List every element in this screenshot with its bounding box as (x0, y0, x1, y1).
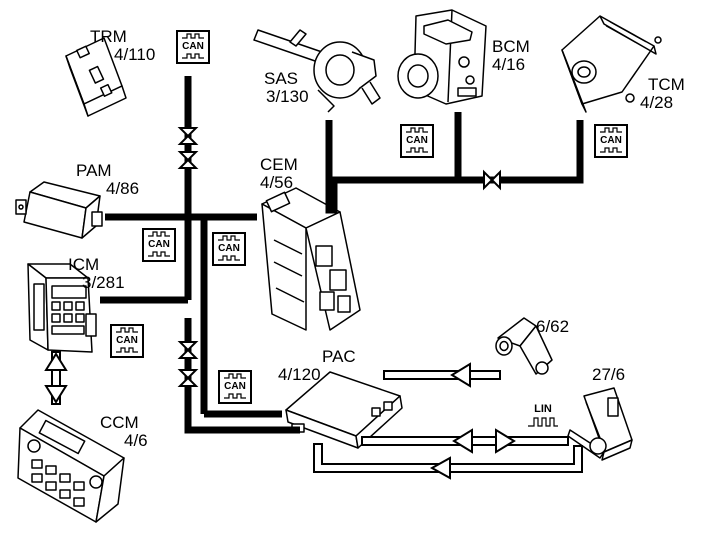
can-symbol-label: CAN (182, 41, 204, 52)
sensor-b-id: 27/6 (592, 365, 626, 384)
can-symbol-label: CAN (406, 135, 428, 146)
icm-name: ICM (68, 255, 100, 274)
icm-ccm-link (51, 351, 61, 405)
sensor-27-6-drawing (567, 387, 633, 461)
can-symbol-label: CAN (218, 243, 240, 254)
arrow-sensor-a (450, 362, 471, 388)
can-symbol-icm: CAN (110, 324, 144, 358)
can-symbol-label: CAN (116, 335, 138, 346)
can-symbol-cem: CAN (212, 232, 246, 266)
can-symbol-label: CAN (148, 239, 170, 250)
bowtie-trm-1 (177, 127, 199, 138)
arrow-lin-loop (429, 456, 451, 480)
lin-symbol: LIN (526, 404, 560, 430)
bowtie-bcm-tcm-2 (490, 169, 501, 191)
pac-name: PAC (322, 347, 356, 366)
sensor-a-label: 6/62 (536, 318, 569, 336)
bowtie-ccm-2 (177, 348, 199, 359)
sensor-b-label: 27/6 (592, 366, 625, 384)
cem-module-drawing (261, 187, 361, 331)
ccm-id: 4/6 (124, 431, 148, 450)
can-symbol-sas-bcm: CAN (400, 124, 434, 158)
sas-id: 3/130 (266, 87, 309, 106)
bcm-id: 4/16 (492, 55, 526, 74)
cem-id: 4/56 (260, 173, 294, 192)
tcm-module-drawing (561, 15, 662, 113)
can-symbol-tcm: CAN (594, 124, 628, 158)
sensor-a-id: 6/62 (536, 317, 570, 336)
sas-name: SAS (264, 69, 299, 88)
bcm-module-drawing (397, 9, 487, 105)
lin-sensor-a (383, 370, 501, 380)
tcm-name: TCM (648, 75, 685, 94)
pac-module-drawing (285, 371, 403, 449)
ccm-name: CCM (100, 413, 139, 432)
can-symbol-label: CAN (600, 135, 622, 146)
cem-name: CEM (260, 155, 298, 174)
lin-loop (313, 443, 583, 473)
pac-id: 4/120 (278, 365, 321, 384)
bowtie-trm-3 (177, 151, 199, 162)
can-symbol-pam: CAN (142, 228, 176, 262)
can-sas-bcm-tcm (325, 120, 584, 214)
lin-symbol-label: LIN (534, 403, 552, 415)
trm-name: TRM (90, 27, 127, 46)
arrow-lin-b-left (452, 428, 473, 454)
trm-module-drawing (65, 37, 127, 117)
can-symbol-pac: CAN (218, 370, 252, 404)
bcm-name: BCM (492, 37, 530, 56)
bowtie-ccm-1 (177, 341, 199, 352)
arrow-icm-up (44, 352, 68, 371)
pam-id: 4/86 (106, 179, 140, 198)
pam-name: PAM (76, 161, 112, 180)
pam-module-drawing (15, 181, 103, 239)
bowtie-trm-4 (177, 158, 199, 169)
icm-module-drawing (27, 263, 97, 353)
arrow-lin-b-right (495, 428, 516, 454)
arrow-ccm-down (44, 385, 68, 404)
trm-id: 4/110 (114, 45, 156, 64)
can-symbol-trm: CAN (176, 30, 210, 64)
bowtie-ccm-3 (177, 369, 199, 380)
sas-module-drawing (253, 29, 381, 113)
icm-id: 3/281 (82, 273, 125, 292)
bowtie-trm-2 (177, 134, 199, 145)
ccm-module-drawing (17, 409, 125, 523)
sensor-6-62-drawing (495, 317, 553, 375)
tcm-id: 4/28 (640, 93, 674, 112)
bowtie-bcm-tcm-1 (483, 169, 494, 191)
can-symbol-label: CAN (224, 381, 246, 392)
bowtie-ccm-4 (177, 376, 199, 387)
